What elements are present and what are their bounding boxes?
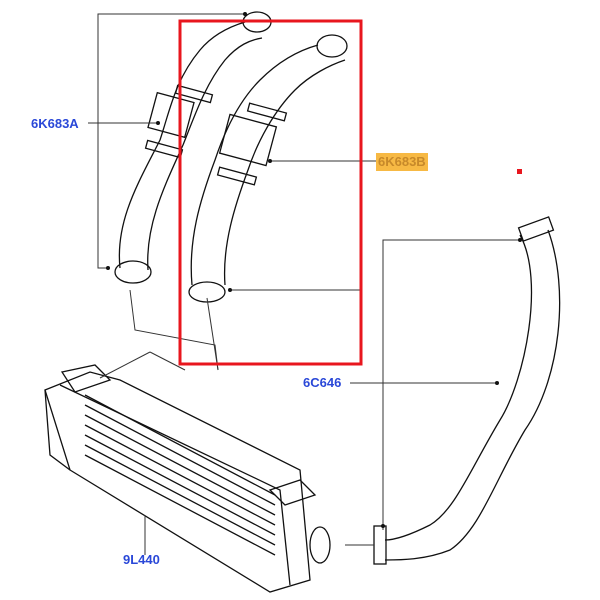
part-label-6k683a[interactable]: 6K683A	[31, 116, 79, 131]
part-label-9l440[interactable]: 9L440	[123, 552, 160, 567]
part-label-6k683b[interactable]: 6K683B	[376, 153, 428, 171]
hose-6c646[interactable]	[373, 216, 561, 565]
hose-6k683b[interactable]	[188, 34, 348, 303]
selection-box	[178, 19, 363, 366]
marker-dot	[517, 169, 522, 174]
intercooler-9l440[interactable]	[44, 364, 331, 593]
part-label-6c646[interactable]: 6C646	[303, 375, 342, 390]
